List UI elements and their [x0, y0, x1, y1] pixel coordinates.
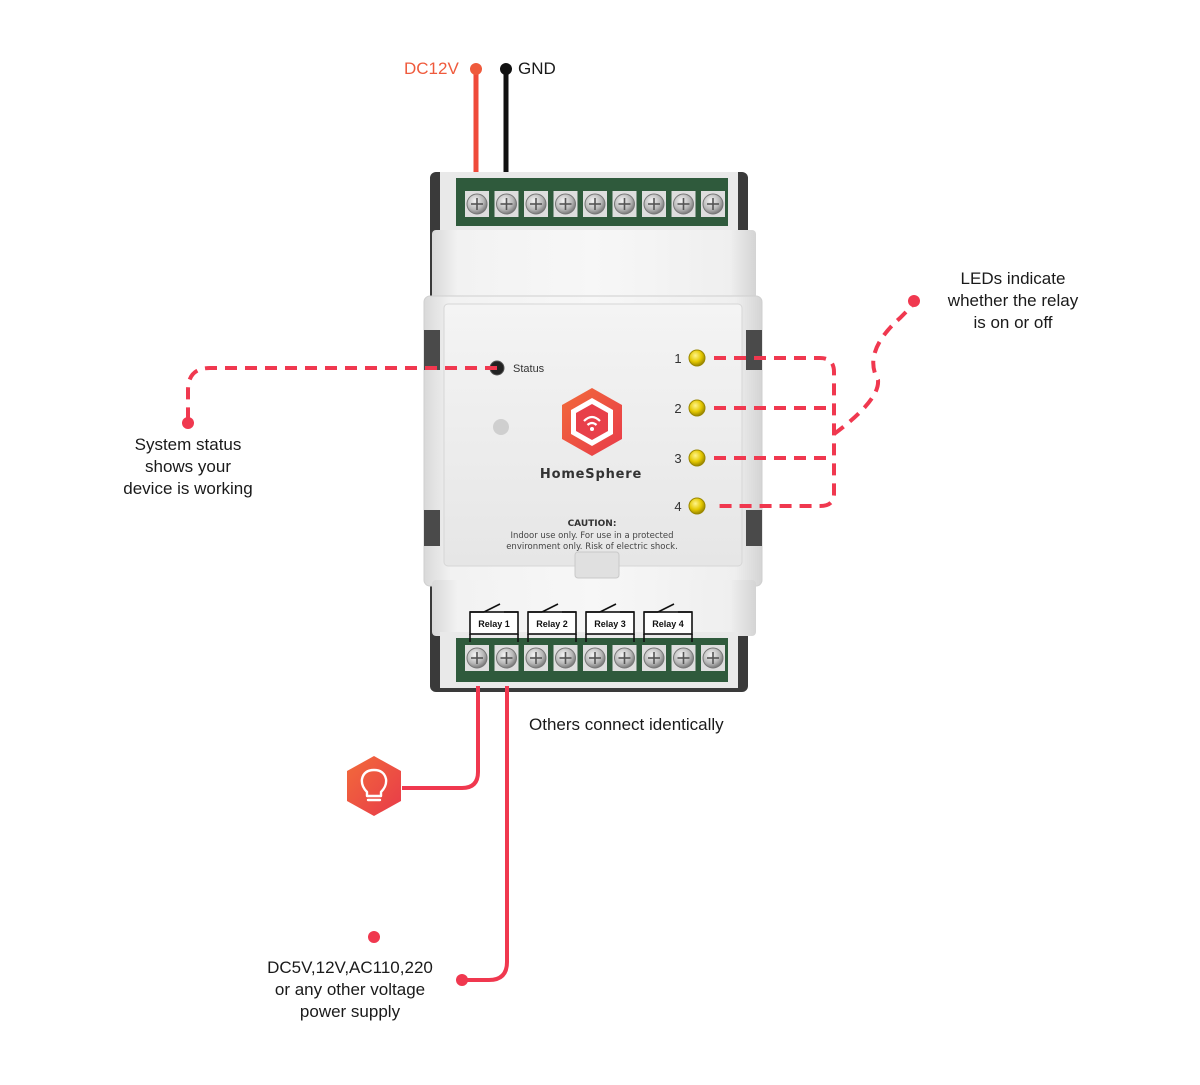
top-terminal-screw — [583, 191, 607, 217]
led-number-3: 3 — [674, 451, 681, 466]
supply-annotation: DC5V,12V,AC110,220 or any other voltage … — [248, 957, 452, 1023]
left-side-clip — [424, 330, 440, 370]
bottom-terminal-screw — [494, 645, 519, 671]
supply-annotation-line-1: DC5V,12V,AC110,220 — [267, 958, 433, 977]
bottom-terminal-screws — [465, 645, 725, 671]
bottom-terminal-screw — [671, 645, 696, 671]
cover-latch — [574, 551, 620, 579]
relay-symbol-1 — [469, 603, 519, 642]
top-terminal-screw — [524, 191, 548, 217]
brand-name: HomeSphere — [540, 467, 642, 482]
relay-label-group: Relay 1 Relay 2 Relay 3 Relay 4 — [478, 619, 684, 629]
right-side-clip-lower — [746, 510, 762, 546]
load-wiring — [347, 686, 509, 986]
led-number-2: 2 — [674, 401, 681, 416]
status-annotation-line-2: shows your — [145, 457, 231, 476]
top-terminal-screws — [465, 191, 725, 217]
led-number-1: 1 — [674, 351, 681, 366]
supply-annotation-line-3: power supply — [299, 1002, 401, 1021]
bottom-terminal-screw — [583, 645, 607, 671]
relay-led-4 — [688, 497, 706, 515]
power-input-wires — [470, 63, 512, 182]
caution-title: CAUTION: — [568, 519, 617, 529]
relay-label-4: Relay 4 — [652, 619, 684, 629]
leds-annotation-line-1: LEDs indicate — [960, 269, 1066, 288]
top-terminal-screw — [642, 191, 666, 217]
supply-dot-right — [456, 974, 468, 986]
led-leader-dot — [908, 295, 920, 307]
top-terminal-screw — [612, 191, 637, 217]
bottom-terminal-screw — [465, 645, 489, 671]
supply-annotation-line-2: or any other voltage — [274, 980, 426, 999]
status-label: Status — [513, 363, 545, 375]
others-annotation: Others connect identically — [529, 715, 724, 734]
dc12v-terminal-dot — [470, 63, 482, 75]
leds-annotation-line-3: is on or off — [973, 313, 1053, 332]
relay-label-2: Relay 2 — [536, 619, 568, 629]
upper-housing — [432, 230, 756, 302]
relay-led-3 — [688, 449, 706, 467]
caution-line-1: Indoor use only. For use in a protected — [511, 531, 674, 541]
status-leader-dot — [182, 417, 194, 429]
relay-symbol-2 — [527, 603, 577, 642]
leds-annotation-line-2: whether the relay — [947, 291, 1079, 310]
right-side-clip — [746, 330, 762, 370]
bottom-terminal-screw — [612, 645, 637, 671]
lightbulb-icon — [347, 756, 401, 816]
led-leader-lines — [714, 304, 914, 508]
relay-led-2 — [688, 399, 706, 417]
led-number-4: 4 — [674, 499, 681, 514]
relay-label-1: Relay 1 — [478, 619, 510, 629]
bottom-terminal-screw — [553, 645, 578, 671]
wifi-hexagon-icon — [562, 388, 622, 456]
top-terminal-screw — [701, 191, 725, 217]
top-terminal-screw — [671, 191, 696, 217]
status-annotation: System status shows your device is worki… — [100, 434, 276, 500]
caution-line-2: environment only. Risk of electric shock… — [506, 542, 678, 552]
top-terminal-screw — [494, 191, 519, 217]
gnd-terminal-dot — [500, 63, 512, 75]
dc12v-label: DC12V — [404, 59, 459, 78]
relay-symbol-3 — [585, 603, 635, 642]
relay-symbol-4 — [643, 603, 693, 642]
relay-symbols — [469, 603, 693, 642]
top-terminal-screw — [553, 191, 578, 217]
relay-common-wire — [462, 686, 509, 982]
supply-dot-left — [368, 931, 380, 943]
gnd-label: GND — [518, 59, 556, 78]
reset-button-indicator — [493, 419, 509, 435]
status-annotation-line-3: device is working — [123, 479, 253, 498]
relay-leds — [688, 349, 706, 515]
top-terminal-screw — [465, 191, 489, 217]
left-side-clip-lower — [424, 510, 440, 546]
leds-annotation: LEDs indicate whether the relay is on or… — [920, 268, 1106, 334]
status-annotation-line-1: System status — [134, 435, 242, 454]
status-leader-line — [186, 366, 497, 420]
relay-to-bulb-wire — [402, 686, 480, 790]
relay-label-3: Relay 3 — [594, 619, 626, 629]
relay-led-1 — [688, 349, 706, 367]
bottom-terminal-screw — [524, 645, 548, 671]
bottom-terminal-screw — [701, 645, 725, 671]
led-number-labels: 1 2 3 4 — [674, 351, 681, 514]
bottom-terminal-screw — [642, 645, 666, 671]
